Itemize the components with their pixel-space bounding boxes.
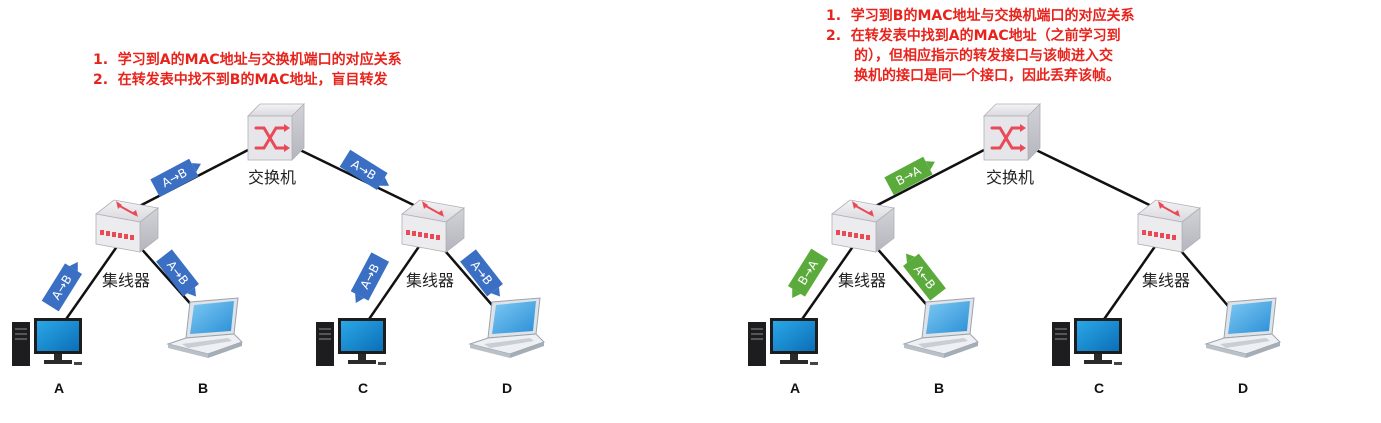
right-note-3: 的），但相应指示的转发接口与该帧进入交 bbox=[854, 47, 1113, 64]
left-hub2-icon bbox=[401, 199, 465, 253]
right-host-d-label: D bbox=[1238, 380, 1248, 396]
left-host-b-label: B bbox=[198, 380, 208, 396]
left-hub1-label: 集线器 bbox=[102, 271, 150, 290]
right-host-c-label: C bbox=[1094, 380, 1104, 396]
left-note-1: 1. 学习到A的MAC地址与交换机端口的对应关系 bbox=[93, 51, 402, 68]
left-hub1-icon bbox=[95, 199, 159, 253]
right-host-a-label: A bbox=[790, 380, 800, 396]
left-switch-label: 交换机 bbox=[248, 168, 296, 187]
right-note-2: 2. 在转发表中找到A的MAC地址（之前学习到 bbox=[826, 27, 1121, 44]
right-switch-label: 交换机 bbox=[986, 168, 1034, 187]
right-notes: 1. 学习到B的MAC地址与交换机端口的对应关系 2. 在转发表中找到A的MAC… bbox=[826, 7, 1135, 84]
left-host-c-pc-icon bbox=[316, 318, 386, 366]
right-hub2-label: 集线器 bbox=[1142, 271, 1190, 290]
left-host-d-laptop-icon bbox=[469, 297, 545, 359]
right-note-1: 1. 学习到B的MAC地址与交换机端口的对应关系 bbox=[826, 7, 1135, 24]
right-note-4: 换机的接口是同一个接口，因此丢弃该帧。 bbox=[854, 67, 1120, 84]
right-hub2-icon bbox=[1137, 199, 1201, 253]
left-host-d-label: D bbox=[502, 380, 512, 396]
right-panel: 1. 学习到B的MAC地址与交换机端口的对应关系 2. 在转发表中找到A的MAC… bbox=[748, 7, 1281, 396]
left-packet-3: A→B bbox=[41, 261, 83, 312]
left-panel: 1. 学习到A的MAC地址与交换机端口的对应关系 2. 在转发表中找不到B的MA… bbox=[12, 51, 545, 396]
right-host-c-pc-icon bbox=[1052, 318, 1122, 366]
right-hub1-icon bbox=[831, 199, 895, 253]
left-packet-1: A→B bbox=[150, 158, 201, 198]
left-host-a-label: A bbox=[54, 380, 64, 396]
left-switch-icon bbox=[246, 102, 306, 162]
right-host-b-label: B bbox=[934, 380, 944, 396]
right-host-d-laptop-icon bbox=[1205, 297, 1281, 359]
left-hub2-label: 集线器 bbox=[406, 271, 454, 290]
right-host-b-laptop-icon bbox=[903, 297, 979, 359]
right-links bbox=[796, 148, 1241, 326]
left-host-b-laptop-icon bbox=[167, 297, 243, 359]
right-switch-icon bbox=[982, 102, 1042, 162]
right-packet-2: B→A bbox=[787, 248, 829, 299]
right-hub1-label: 集线器 bbox=[838, 271, 886, 290]
left-notes: 1. 学习到A的MAC地址与交换机端口的对应关系 2. 在转发表中找不到B的MA… bbox=[93, 51, 402, 88]
left-note-2: 2. 在转发表中找不到B的MAC地址，盲目转发 bbox=[93, 71, 389, 88]
left-host-a-pc-icon bbox=[12, 318, 82, 366]
right-host-a-pc-icon bbox=[748, 318, 818, 366]
left-packet-4: A→B bbox=[156, 249, 199, 297]
left-links bbox=[60, 148, 506, 326]
left-host-c-label: C bbox=[358, 380, 368, 396]
right-packet-3: A←B bbox=[903, 253, 946, 301]
right-packet-1: B→A bbox=[884, 156, 935, 196]
